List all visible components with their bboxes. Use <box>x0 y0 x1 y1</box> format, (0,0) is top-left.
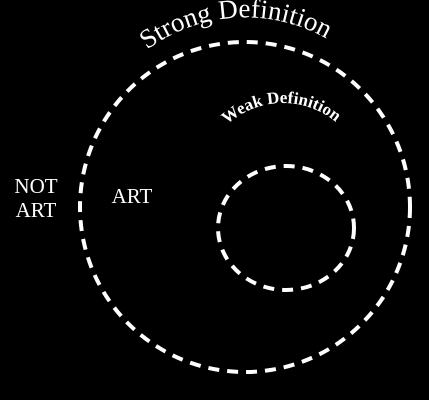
weak-definition-label: Weak Definition <box>218 88 345 128</box>
strong-definition-label: Strong Definition <box>134 0 338 55</box>
not-art-label: NOT ART <box>8 174 64 222</box>
strong-definition-circle <box>78 40 412 374</box>
not-art-line-2: ART <box>15 198 57 222</box>
art-label: ART <box>111 184 153 208</box>
not-art-line-1: NOT <box>14 174 58 198</box>
weak-definition-circle <box>216 164 356 292</box>
